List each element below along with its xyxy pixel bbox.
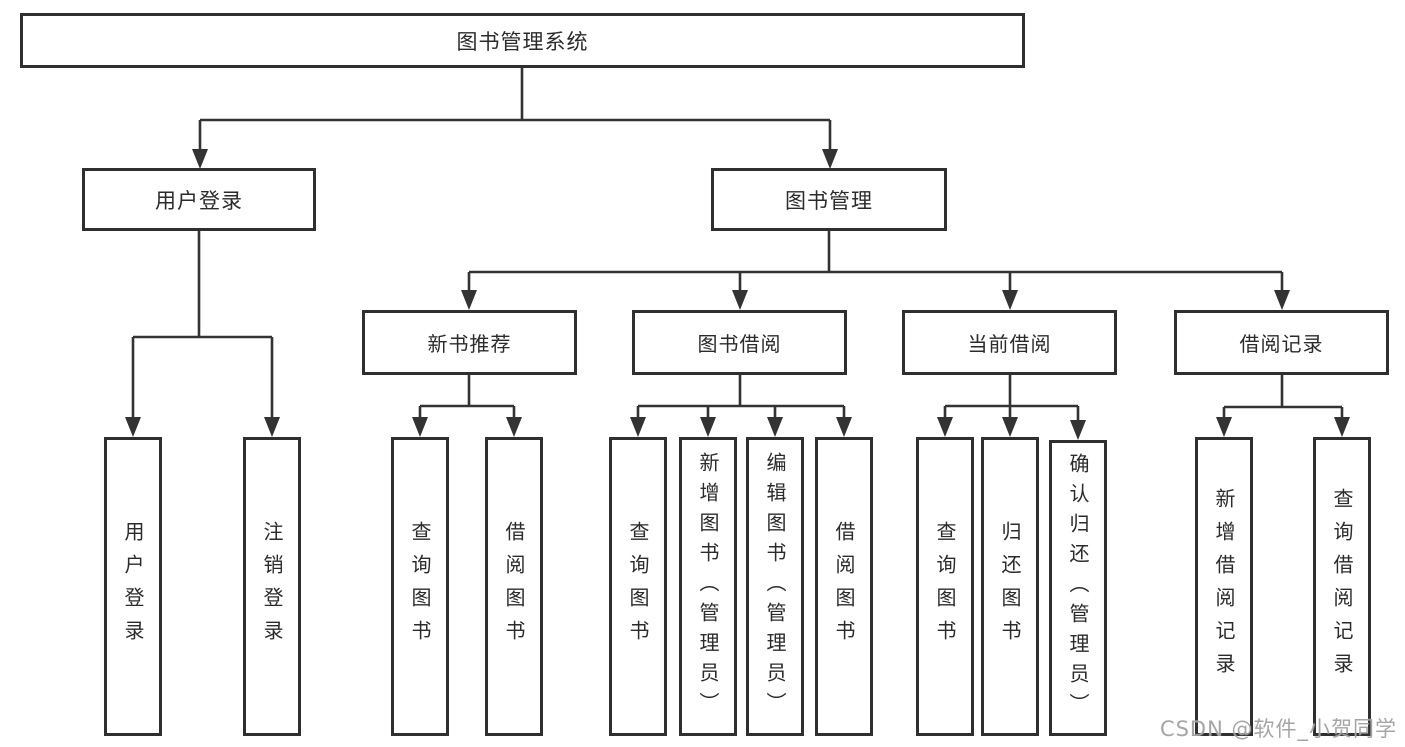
node-leaf-confirm-return-admin: 确认归还（管理员） xyxy=(1049,440,1107,736)
node-leaf-query-book-3: 查询图书 xyxy=(916,437,974,736)
connector-current-borrow xyxy=(937,375,1086,440)
node-book-mgmt-branch: 图书管理 xyxy=(711,168,947,231)
connector-root xyxy=(192,68,838,169)
node-leaf-logout: 注销登录 xyxy=(243,437,301,736)
connector-book-borrow xyxy=(630,375,852,437)
connector-user-login xyxy=(125,231,280,437)
watermark: CSDN @软件_小贺同学 xyxy=(1159,717,1397,741)
node-leaf-add-borrow-record: 新增借阅记录 xyxy=(1195,437,1253,736)
node-root: 图书管理系统 xyxy=(20,13,1025,68)
node-leaf-user-login: 用户登录 xyxy=(104,437,162,736)
node-borrow-records-branch: 借阅记录 xyxy=(1174,310,1389,375)
node-leaf-query-book-1: 查询图书 xyxy=(391,437,449,736)
node-leaf-borrow-book-1: 借阅图书 xyxy=(485,437,543,736)
node-leaf-query-book-2: 查询图书 xyxy=(609,437,667,736)
connector-borrow-records xyxy=(1216,375,1350,437)
node-leaf-add-book-admin: 新增图书（管理员） xyxy=(679,437,737,736)
node-current-borrow-branch: 当前借阅 xyxy=(902,310,1117,375)
node-user-login-branch: 用户登录 xyxy=(82,168,316,231)
node-book-borrow-branch: 图书借阅 xyxy=(632,310,847,375)
node-leaf-edit-book-admin: 编辑图书（管理员） xyxy=(746,437,804,736)
connector-new-book xyxy=(412,375,522,437)
node-leaf-borrow-book-2: 借阅图书 xyxy=(815,437,873,736)
connector-book-mgmt xyxy=(461,231,1290,310)
node-new-book-branch: 新书推荐 xyxy=(362,310,577,375)
node-leaf-return-book: 归还图书 xyxy=(981,437,1039,736)
node-leaf-query-borrow-record: 查询借阅记录 xyxy=(1313,437,1371,736)
